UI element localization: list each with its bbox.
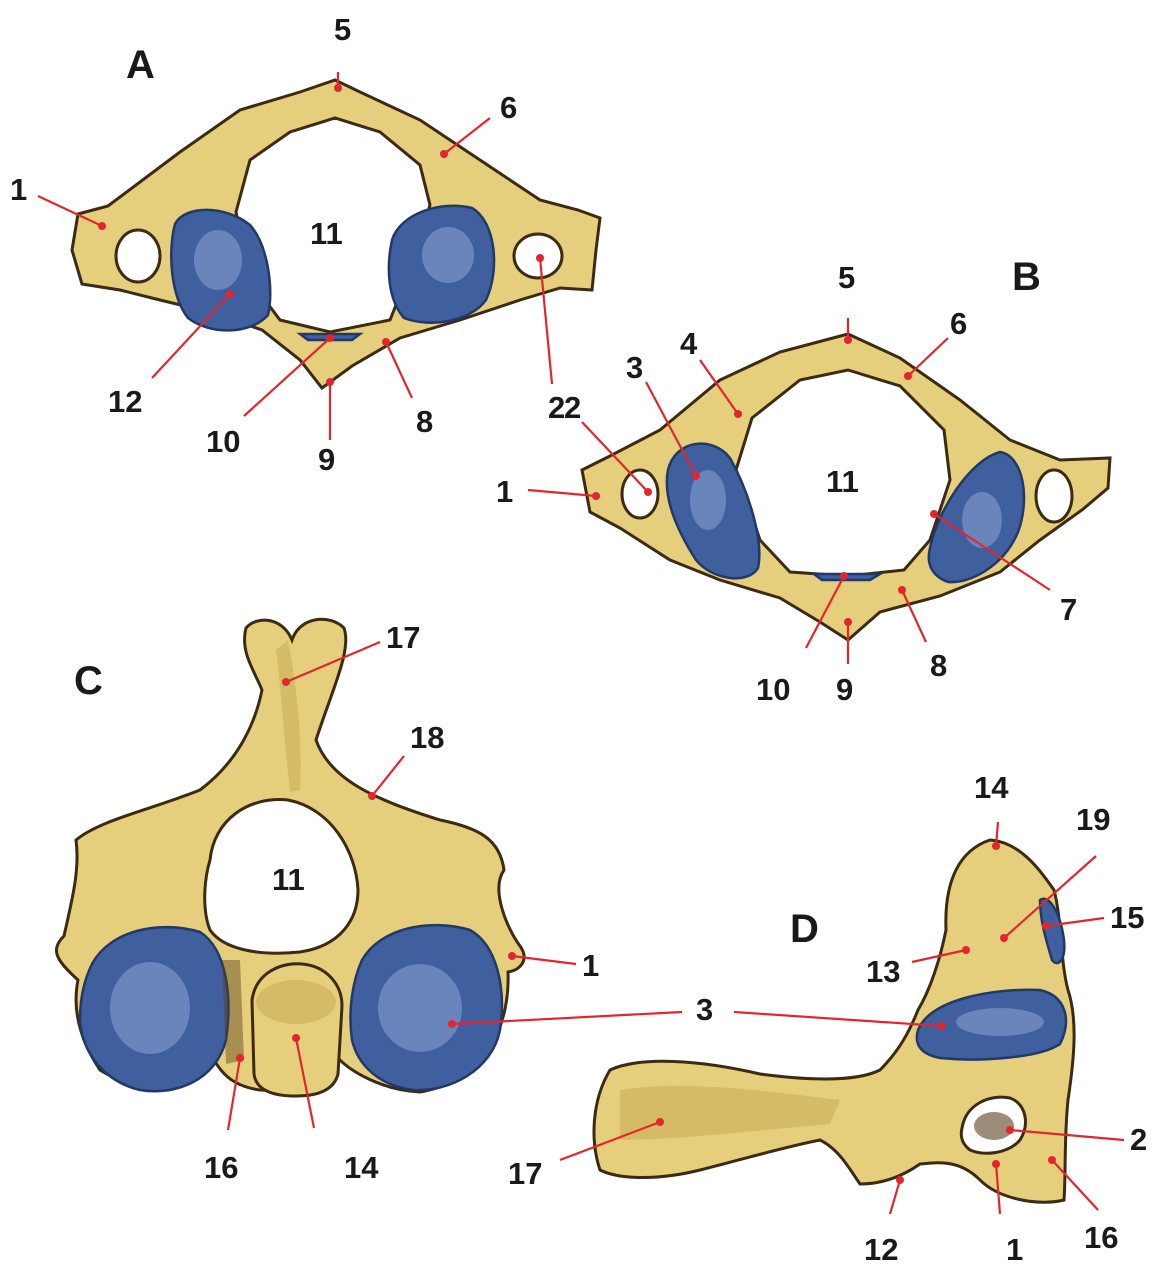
label-a-6: 6	[500, 90, 517, 125]
label-b-5: 5	[838, 260, 855, 295]
label-b-6: 6	[950, 306, 967, 341]
label-d-12: 12	[864, 1232, 898, 1266]
label-d-13: 13	[866, 954, 900, 989]
label-d-1: 1	[1006, 1232, 1023, 1266]
label-d-15: 15	[1110, 900, 1144, 935]
panel-letter-a: A	[126, 43, 155, 87]
label-d-16: 16	[1084, 1220, 1118, 1255]
label-c-11: 11	[272, 862, 305, 897]
label-d-14: 14	[974, 770, 1009, 805]
label-b-7: 7	[1060, 592, 1077, 627]
label-a-5: 5	[334, 12, 351, 47]
transverse-foramen-a-left	[116, 230, 160, 282]
label-c-3: 3	[696, 992, 713, 1027]
label-a-10: 10	[206, 424, 240, 459]
label-a-9: 9	[318, 442, 335, 477]
panel-letter-b: B	[1012, 255, 1041, 299]
label-b-11: 11	[826, 464, 859, 499]
label-c-17: 17	[386, 620, 420, 655]
panel-letter-d: D	[790, 907, 819, 951]
label-a-2: 2	[548, 390, 565, 425]
transverse-foramen-b-right	[1036, 470, 1072, 522]
label-a-11: 11	[310, 216, 343, 251]
label-a-12: 12	[108, 384, 142, 419]
label-b-1: 1	[496, 474, 513, 509]
label-b-4: 4	[680, 326, 698, 361]
label-c-1: 1	[582, 948, 599, 983]
label-d-19: 19	[1076, 802, 1110, 837]
panel-letter-c: C	[74, 659, 103, 703]
label-c-18: 18	[410, 720, 444, 755]
label-a-8: 8	[416, 404, 433, 439]
label-b-9: 9	[836, 672, 853, 707]
label-d-2: 2	[1130, 1122, 1147, 1157]
label-c-14: 14	[344, 1150, 379, 1185]
label-b-3: 3	[626, 350, 643, 385]
label-d-17: 17	[508, 1156, 542, 1191]
panel-d-axis-lateral	[594, 840, 1074, 1202]
transverse-foramen-b-left	[622, 470, 658, 518]
label-a-1: 1	[10, 172, 27, 207]
label-b-8: 8	[930, 648, 947, 683]
label-b-10: 10	[756, 672, 790, 707]
label-b-2: 2	[564, 390, 581, 425]
label-c-16: 16	[204, 1150, 238, 1185]
